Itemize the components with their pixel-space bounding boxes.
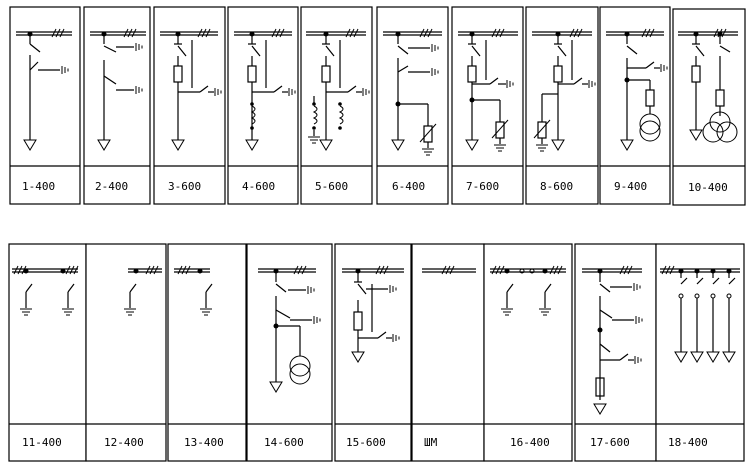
- scheme-frame-8: [525, 6, 599, 205]
- scheme-label: 2-400: [95, 180, 128, 193]
- scheme-label: 18-400: [668, 436, 708, 449]
- scheme-9-drawing: [606, 28, 668, 151]
- scheme-17-drawing: [582, 265, 643, 415]
- scheme-frame-12: [85, 243, 167, 462]
- scheme-16-drawing: [490, 265, 566, 316]
- scheme-label: 15-600: [346, 436, 386, 449]
- scheme-label: 10-400: [688, 181, 728, 194]
- scheme-frame-3: [153, 6, 226, 205]
- scheme-frame-15: [334, 243, 412, 462]
- scheme-label: 1-400: [22, 180, 55, 193]
- scheme-frame-6: [376, 6, 449, 205]
- scheme-label: 8-600: [540, 180, 573, 193]
- scheme-1-drawing: [16, 28, 72, 151]
- scheme-7-drawing: [458, 28, 518, 152]
- scheme-label: 9-400: [614, 180, 647, 193]
- scheme-frame-10: [672, 8, 746, 206]
- scheme-2-drawing: [90, 28, 146, 151]
- scheme-12-drawing: [123, 265, 162, 316]
- scheme-6-drawing: [383, 28, 442, 156]
- scheme-11-drawing: [12, 265, 79, 316]
- scheme-18-drawing: [660, 265, 740, 363]
- scheme-10-drawing: [678, 28, 738, 143]
- scheme-4-drawing: [234, 28, 296, 151]
- scheme-5-drawing: [306, 28, 370, 151]
- scheme-label: 5-600: [315, 180, 348, 193]
- scheme-13-drawing: [174, 265, 213, 316]
- scheme-frame-2: [83, 6, 151, 205]
- scheme-label: 16-400: [510, 436, 550, 449]
- scheme-14-drawing: [258, 265, 321, 393]
- scheme-label: 7-600: [466, 180, 499, 193]
- scheme-label: 14-600: [264, 436, 304, 449]
- scheme-row-2: 11-400 12-400 13-400 14-600 15-600 ШМ 16…: [8, 243, 745, 462]
- scheme-label: 13-400: [184, 436, 224, 449]
- scheme-frame-11: [8, 243, 87, 462]
- scheme-frame-shm: [411, 243, 485, 462]
- scheme-frame-17: [574, 243, 657, 462]
- scheme-frame-13: [167, 243, 247, 462]
- scheme-frame-1: [9, 6, 81, 205]
- scheme-label: 4-600: [242, 180, 275, 193]
- scheme-frame-5: [300, 6, 373, 205]
- scheme-8-drawing: [532, 28, 596, 152]
- scheme-frame-16: [483, 243, 573, 462]
- scheme-label: 6-400: [392, 180, 425, 193]
- scheme-label: 3-600: [168, 180, 201, 193]
- scheme-3-drawing: [160, 28, 222, 151]
- scheme-frame-14: [246, 243, 333, 462]
- scheme-label: 17-600: [590, 436, 630, 449]
- scheme-frame-9: [599, 6, 671, 205]
- scheme-15-drawing: [342, 265, 404, 363]
- scheme-label: ШМ: [424, 436, 438, 449]
- scheme-row-1: 1-400 2-400 3-600 4-600 5-600 6-400 7-60…: [9, 6, 746, 206]
- scheme-label: 12-400: [104, 436, 144, 449]
- scheme-shm-drawing: [422, 265, 476, 275]
- scheme-frame-4: [227, 6, 299, 205]
- scheme-label: 11-400: [22, 436, 62, 449]
- scheme-frame-7: [451, 6, 524, 205]
